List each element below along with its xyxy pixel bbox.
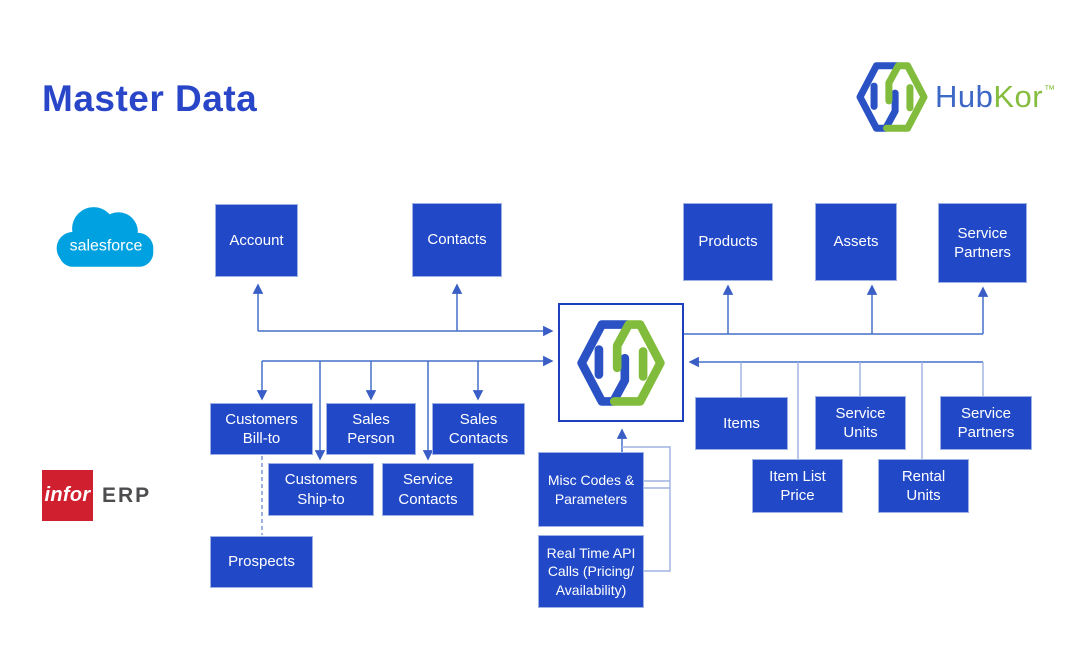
node-products-label: Products bbox=[698, 233, 758, 251]
node-items: Items bbox=[695, 397, 788, 450]
hubkor-hexagon-icon bbox=[856, 62, 928, 132]
node-account-label: Account bbox=[229, 231, 284, 249]
connector-salesforce-products-bus bbox=[684, 284, 989, 335]
node-service-contacts-label: Service Contacts bbox=[398, 471, 458, 508]
node-service-partners-bottom-label: Service Partners bbox=[957, 404, 1015, 442]
infor-erp-logo: infor ERP bbox=[42, 470, 151, 521]
salesforce-logo: salesforce bbox=[56, 207, 154, 267]
page-title: Master Data bbox=[42, 78, 258, 119]
node-item-list-price-label: Item List Price bbox=[769, 467, 826, 505]
node-account: Account bbox=[215, 204, 298, 277]
node-service-contacts: Service Contacts bbox=[382, 463, 474, 516]
hubkor-word-hub: Hub bbox=[935, 79, 994, 114]
node-realtime-api-label: Real Time API Calls (Pricing/ Availabili… bbox=[546, 545, 636, 598]
node-service-units-label: Service Units bbox=[835, 404, 886, 442]
node-misc-codes: Misc Codes & Parameters bbox=[538, 452, 644, 527]
node-products: Products bbox=[683, 203, 773, 281]
node-customers-billto-label: Customers Bill-to bbox=[225, 410, 298, 448]
node-realtime-api: Real Time API Calls (Pricing/ Availabili… bbox=[538, 535, 644, 608]
node-customers-billto: Customers Bill-to bbox=[210, 403, 313, 455]
infor-erp-label: ERP bbox=[102, 483, 152, 507]
node-items-label: Items bbox=[723, 414, 760, 432]
node-service-partners-top: Service Partners bbox=[938, 203, 1027, 283]
node-customers-shipto-label: Customers Ship-to bbox=[284, 471, 358, 508]
hubkor-word-kor: Kor bbox=[993, 79, 1044, 114]
node-service-units: Service Units bbox=[815, 396, 906, 450]
hub-center-node bbox=[558, 303, 684, 422]
node-rental-units-label: Rental Units bbox=[901, 467, 946, 505]
salesforce-label: salesforce bbox=[70, 237, 143, 254]
node-misc-codes-label: Misc Codes & Parameters bbox=[547, 472, 635, 507]
node-assets-label: Assets bbox=[833, 233, 879, 251]
node-service-partners-top-label: Service Partners bbox=[954, 224, 1011, 262]
node-service-partners-bottom: Service Partners bbox=[940, 396, 1032, 450]
node-sales-contacts-label: Sales Contacts bbox=[448, 410, 509, 448]
node-sales-person-label: Sales Person bbox=[347, 410, 395, 448]
node-assets: Assets bbox=[815, 203, 897, 281]
connector-salesforce-accounts-bus bbox=[252, 283, 554, 337]
infor-logo-box: infor bbox=[42, 470, 93, 521]
hubkor-wordmark: HubKor™ bbox=[935, 79, 1056, 115]
node-item-list-price: Item List Price bbox=[752, 459, 843, 513]
connector-erp-customers-bus bbox=[256, 355, 554, 461]
node-contacts-label: Contacts bbox=[427, 231, 487, 249]
node-sales-person: Sales Person bbox=[326, 403, 416, 455]
node-customers-shipto: Customers Ship-to bbox=[268, 463, 374, 516]
connector-erp-items-bus bbox=[688, 356, 984, 460]
node-prospects: Prospects bbox=[210, 536, 313, 588]
hubkor-trademark: ™ bbox=[1044, 84, 1056, 96]
node-contacts: Contacts bbox=[412, 203, 502, 277]
salesforce-cloud-icon bbox=[56, 207, 154, 267]
connector-misc-to-hub bbox=[616, 428, 671, 572]
hubkor-logo: HubKor™ bbox=[853, 58, 1056, 136]
hubkor-hexagon-icon bbox=[577, 319, 665, 406]
node-rental-units: Rental Units bbox=[878, 459, 969, 513]
node-prospects-label: Prospects bbox=[228, 553, 295, 571]
node-sales-contacts: Sales Contacts bbox=[432, 403, 525, 455]
